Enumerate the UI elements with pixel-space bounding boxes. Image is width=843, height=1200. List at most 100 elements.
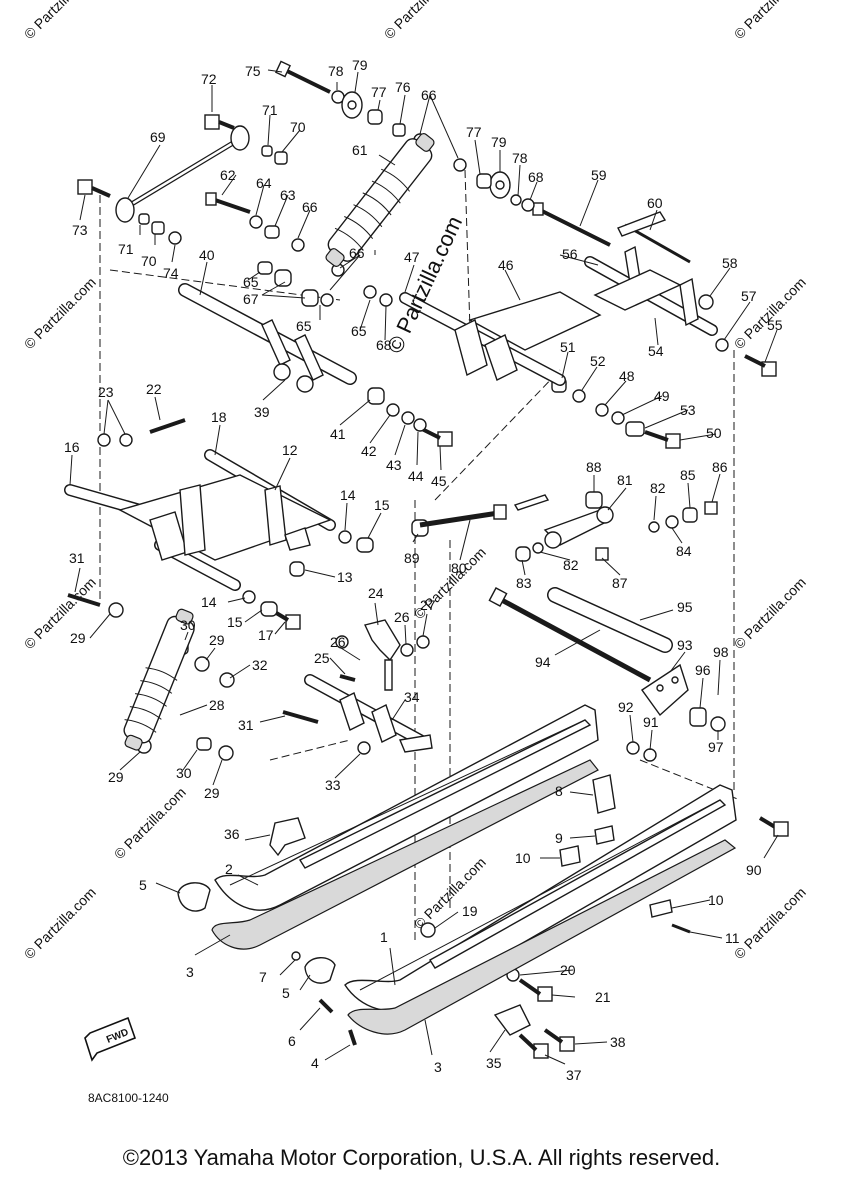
callout-93: 93 (677, 637, 693, 653)
callout-75: 75 (245, 63, 261, 79)
callout-16: 16 (64, 439, 80, 455)
watermark-text: © Partzilla.com (381, 0, 459, 42)
callout-6: 6 (288, 1033, 296, 1049)
callout-66: 66 (302, 199, 318, 215)
callout-7: 7 (259, 969, 267, 985)
callout-48: 48 (619, 368, 635, 384)
callout-62: 62 (220, 167, 236, 183)
callout-66: 66 (349, 245, 365, 261)
callout-39: 39 (254, 404, 270, 420)
callout-45: 45 (431, 473, 447, 489)
callout-13: 13 (337, 569, 353, 585)
callout-10: 10 (515, 850, 531, 866)
front-arm-bracket (304, 619, 433, 753)
callout-66: 66 (421, 87, 437, 103)
callout-76: 76 (395, 79, 411, 95)
callout-88: 88 (586, 459, 602, 475)
callout-56: 56 (562, 246, 578, 262)
callout-34: 34 (404, 689, 420, 705)
watermark-text: © Partzilla.com (111, 784, 189, 862)
rear-arm-shaft (178, 283, 357, 393)
callout-59: 59 (591, 167, 607, 183)
callout-29: 29 (108, 769, 124, 785)
callout-84: 84 (676, 543, 692, 559)
callout-67: 67 (243, 291, 259, 307)
rear-plate (641, 663, 689, 717)
callout-15: 15 (374, 497, 390, 513)
watermark-text: © Partzilla.com (21, 0, 99, 42)
rear-shaft-assembly (584, 211, 718, 336)
callout-labels: 1 2 3 3 4 5 5 6 7 8 9 10 10 11 12 13 14 … (64, 57, 783, 1083)
link-rod (115, 125, 250, 223)
callout-79: 79 (352, 57, 368, 73)
callout-98: 98 (713, 644, 729, 660)
callout-1: 1 (380, 929, 388, 945)
callout-57: 57 (741, 288, 757, 304)
callout-95: 95 (677, 599, 693, 615)
callout-30: 30 (176, 765, 192, 781)
callout-65: 65 (351, 323, 367, 339)
center-watermark: © Partzilla.com (382, 212, 467, 357)
callout-65: 65 (296, 318, 312, 334)
callout-83: 83 (516, 575, 532, 591)
callout-68: 68 (528, 169, 544, 185)
callout-58: 58 (722, 255, 738, 271)
callout-leaders (69, 69, 779, 1065)
callout-78: 78 (512, 150, 528, 166)
callout-63: 63 (280, 187, 296, 203)
callout-44: 44 (408, 468, 424, 484)
callout-14: 14 (340, 487, 356, 503)
callout-77: 77 (371, 84, 387, 100)
callout-68: 68 (376, 337, 392, 353)
callout-51: 51 (560, 339, 576, 355)
callout-33: 33 (325, 777, 341, 793)
upper-arm-assembly (399, 291, 602, 386)
callout-70: 70 (290, 119, 306, 135)
callout-89: 89 (404, 550, 420, 566)
left-rail (211, 704, 599, 950)
callout-50: 50 (706, 425, 722, 441)
callout-31: 31 (238, 717, 254, 733)
callout-37: 37 (566, 1067, 582, 1083)
copyright-footer: ©2013 Yamaha Motor Corporation, U.S.A. A… (122, 1145, 721, 1170)
watermark-text: © Partzilla.com (21, 884, 99, 962)
callout-41: 41 (330, 426, 346, 442)
callout-38: 38 (610, 1034, 626, 1050)
callout-27: 27 (420, 597, 436, 613)
callout-28: 28 (209, 697, 225, 713)
slide-stoppers (177, 882, 336, 984)
callout-36: 36 (224, 826, 240, 842)
callout-30: 30 (180, 617, 196, 633)
callout-20: 20 (560, 962, 576, 978)
callout-10: 10 (708, 892, 724, 908)
callout-61: 61 (352, 142, 368, 158)
front-arm-frame (64, 449, 336, 591)
callout-94: 94 (535, 654, 551, 670)
callout-82: 82 (563, 557, 579, 573)
callout-9: 9 (555, 830, 563, 846)
callout-52: 52 (590, 353, 606, 369)
callout-60: 60 (647, 195, 663, 211)
watermark-text: © Partzilla.com (21, 574, 99, 652)
callout-23: 23 (98, 384, 114, 400)
callout-24: 24 (368, 585, 384, 601)
callout-17: 17 (258, 627, 274, 643)
parts-diagram: © Partzilla.com © Partzilla.com © Partzi… (21, 0, 809, 1105)
callout-11: 11 (725, 930, 740, 946)
callout-70: 70 (141, 253, 157, 269)
callout-79: 79 (491, 134, 507, 150)
callout-5: 5 (282, 985, 290, 1001)
callout-18: 18 (211, 409, 227, 425)
callout-77: 77 (466, 124, 482, 140)
diagram-code: 8AC8100-1240 (88, 1091, 169, 1105)
callout-2: 2 (225, 861, 233, 877)
callout-3: 3 (186, 964, 194, 980)
callout-73: 73 (72, 222, 88, 238)
callout-74: 74 (163, 265, 179, 281)
callout-72: 72 (201, 71, 217, 87)
right-rail (344, 784, 737, 1035)
callout-31: 31 (69, 550, 85, 566)
callout-26: 26 (394, 609, 410, 625)
callout-78: 78 (328, 63, 344, 79)
callout-29: 29 (70, 630, 86, 646)
